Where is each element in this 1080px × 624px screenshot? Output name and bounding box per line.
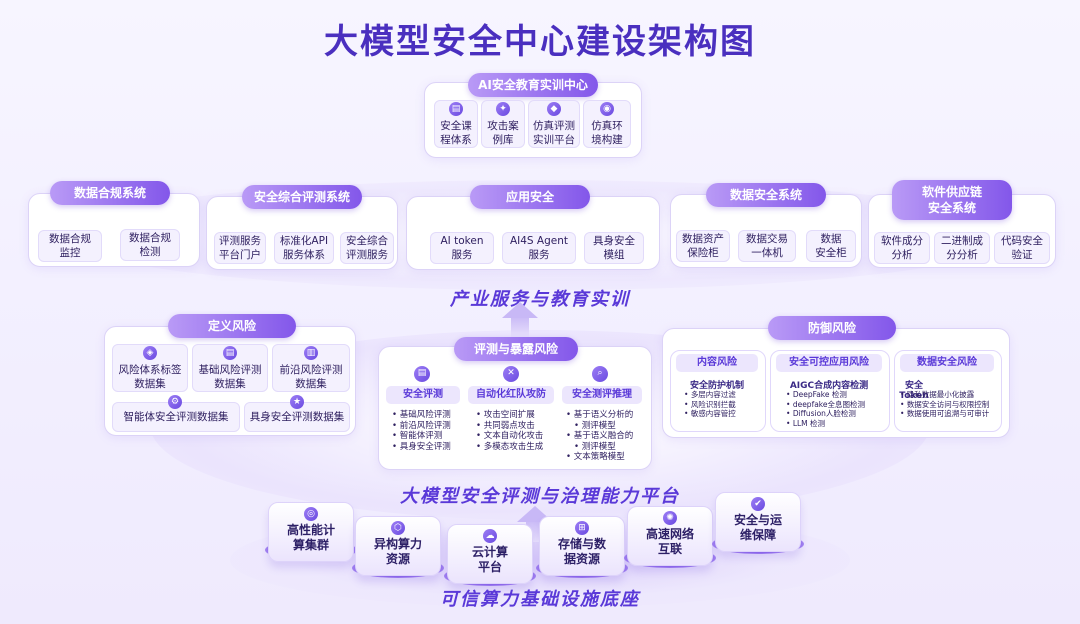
cloud-icon: ☁ xyxy=(483,529,497,543)
system-item: 数据交易一体机 xyxy=(738,230,796,262)
system-item: 数据合规监控 xyxy=(38,230,102,262)
arrow-up-stem xyxy=(511,316,529,340)
eval-col-bullets: 基础风险评测前沿风险评测 智能体评测具身安全评测 xyxy=(392,410,468,452)
edu-center-label: AI安全教育实训中心 xyxy=(468,73,598,97)
robot-icon: ⚙ xyxy=(168,395,182,409)
infra-item: ✔ 安全与运维保障 xyxy=(715,492,801,552)
edu-item: ◉ 仿真环境构建 xyxy=(583,100,631,148)
defend-col-header: 安全可控应用风险 xyxy=(776,354,882,372)
defend-col-header: 内容风险 xyxy=(676,354,758,372)
eval-col-header: 安全测评推理 xyxy=(562,386,642,404)
cluster-icon: ◎ xyxy=(304,507,318,521)
defend-col xyxy=(770,350,890,432)
define-risk-label: 定义风险 xyxy=(168,314,296,338)
system-item: 数据资产保险柜 xyxy=(676,230,730,262)
eval-col-bullets: 攻击空间扩展共同弱点攻击 文本自动化攻击多模态攻击生成 xyxy=(476,410,558,452)
defend-col xyxy=(894,350,1002,432)
swords-icon: ✕ xyxy=(503,366,519,382)
defend-col-head: AIGC合成内容检测 xyxy=(789,381,869,391)
doc-icon: ▤ xyxy=(414,366,430,382)
edu-item-line: 仿真环 xyxy=(591,119,623,132)
system-label: 软件供应链安全系统 xyxy=(892,180,1012,220)
edu-item-line: 例库 xyxy=(492,133,514,146)
infra-item: ✺ 高速网络互联 xyxy=(627,506,713,566)
banner-governance-platform: 大模型安全评测与治理能力平台 xyxy=(400,486,680,507)
edu-item-line: 境构建 xyxy=(591,133,623,146)
dataset-item: ▥ 前沿风险评测数据集 xyxy=(272,344,350,392)
dataset-item: ▤ 基础风险评测数据集 xyxy=(192,344,268,392)
system-item: 数据合规检测 xyxy=(120,229,180,261)
edu-item: ✦ 攻击案例库 xyxy=(481,100,525,148)
infra-item: ◎ 高性能计算集群 xyxy=(268,502,354,562)
infra-item: ⬡ 异构算力资源 xyxy=(355,516,441,576)
arrow-up-icon xyxy=(502,302,538,318)
system-item: 评测服务平台门户 xyxy=(214,232,266,264)
defend-col xyxy=(670,350,766,432)
system-label: 数据安全系统 xyxy=(706,183,826,207)
infra-item: ☁ 云计算平台 xyxy=(447,524,533,584)
edu-item: ◆ 仿真评测实训平台 xyxy=(528,100,580,148)
shield-check-icon: ✔ xyxy=(751,497,765,511)
edu-item-line: 安全课 xyxy=(440,119,472,132)
system-label: 安全综合评测系统 xyxy=(242,185,362,209)
magnifier-icon: ⌕ xyxy=(592,366,608,382)
system-item: 安全综合评测服务 xyxy=(340,232,394,264)
system-label: 数据合规系统 xyxy=(50,181,170,205)
network-icon: ✺ xyxy=(663,511,677,525)
eval-col-header: 自动化红队攻防 xyxy=(468,386,554,404)
case-icon: ✦ xyxy=(496,101,510,116)
star-icon: ★ xyxy=(290,395,304,409)
eval-risk-label: 评测与暴露风险 xyxy=(454,337,578,361)
shield-icon: ◈ xyxy=(143,345,157,360)
storage-icon: ⊞ xyxy=(575,521,589,535)
document-icon: ▤ xyxy=(223,345,237,360)
platform-icon: ◆ xyxy=(547,101,561,116)
system-item: 软件成分分析 xyxy=(874,232,930,264)
defend-col-header: 数据安全风险 xyxy=(900,354,994,372)
chart-icon: ▥ xyxy=(304,345,318,360)
defend-risk-label: 防御风险 xyxy=(768,316,896,340)
banner-infrastructure: 可信算力基础设施底座 xyxy=(440,589,640,610)
hexagon-icon: ⬡ xyxy=(391,521,405,535)
edu-item-line: 实训平台 xyxy=(533,133,575,146)
env-icon: ◉ xyxy=(600,101,614,116)
defend-col-bullets: 多层内容过滤风险识别拦截敏感内容管控 xyxy=(684,390,764,419)
system-item: 数据安全柜 xyxy=(806,230,856,262)
eval-col-header: 安全评测 xyxy=(386,386,460,404)
banner-industry-service: 产业服务与教育实训 xyxy=(450,289,630,310)
eval-col-bullets: 基于语义分析的 测评模型 基于语义融合的 测评模型 文本策略模型 xyxy=(566,410,646,463)
edu-item-line: 仿真评测 xyxy=(533,119,575,132)
system-item: 具身安全模组 xyxy=(584,232,644,264)
defend-col-bullets: DeepFake 检测deepfake全息图检测 Diffusion人脸检测LL… xyxy=(786,390,886,428)
edu-item: ▤ 安全课程体系 xyxy=(434,100,478,148)
dataset-item: ◈ 风险体系标签数据集 xyxy=(112,344,188,392)
defend-col-head: 安全防护机制 xyxy=(689,381,744,391)
edu-item-line: 程体系 xyxy=(440,133,472,146)
book-icon: ▤ xyxy=(449,101,463,116)
defend-col-bullets: 隐私数据最小化披露数据安全访问与权限控制数据使用可追溯与可审计 xyxy=(900,390,1000,419)
system-label: 应用安全 xyxy=(470,185,590,209)
system-item: 代码安全验证 xyxy=(994,232,1050,264)
system-item: 二进制成分分析 xyxy=(934,232,990,264)
page-title: 大模型安全中心建设架构图 xyxy=(324,22,756,62)
edu-item-line: 攻击案 xyxy=(487,119,519,132)
infra-item: ⊞ 存储与数据资源 xyxy=(539,516,625,576)
